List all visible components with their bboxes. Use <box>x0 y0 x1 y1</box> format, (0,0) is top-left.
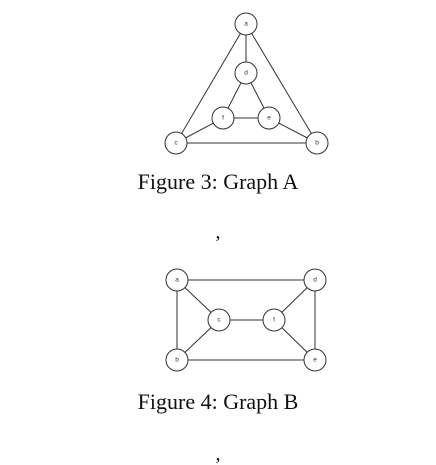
node-circle <box>305 131 329 155</box>
node-e: e <box>257 106 281 130</box>
node-label: e <box>267 115 271 122</box>
node-label: f <box>273 317 275 324</box>
edge-a-b <box>245 23 318 144</box>
node-circle <box>165 268 189 292</box>
node-e: e <box>303 348 327 372</box>
node-a: a <box>234 12 258 36</box>
separator-comma: , <box>215 221 221 243</box>
node-f: f <box>211 106 235 130</box>
node-b: b <box>305 131 329 155</box>
node-circle <box>234 12 258 36</box>
node-c: c <box>207 308 231 332</box>
node-label: d <box>244 70 248 77</box>
node-circle <box>262 308 286 332</box>
separator-comma: , <box>215 443 221 465</box>
node-label: d <box>313 277 317 284</box>
node-circle <box>165 348 189 372</box>
node-label: b <box>315 140 319 147</box>
figure-3-caption: Figure 3: Graph A <box>137 169 299 194</box>
node-label: e <box>313 357 317 364</box>
node-circle <box>207 308 231 332</box>
node-label: c <box>174 140 178 147</box>
node-circle <box>211 106 235 130</box>
node-circle <box>234 61 258 85</box>
node-label: a <box>175 277 179 284</box>
node-f: f <box>262 308 286 332</box>
node-circle <box>257 106 281 130</box>
node-d: d <box>303 268 327 292</box>
node-c: c <box>164 131 188 155</box>
edge-a-c <box>175 23 247 144</box>
node-circle <box>303 348 327 372</box>
node-label: a <box>244 21 248 28</box>
node-circle <box>303 268 327 292</box>
node-label: b <box>175 357 179 364</box>
node-b: b <box>165 348 189 372</box>
node-label: f <box>222 115 224 122</box>
graph-b-diagram: a d c f b e <box>165 268 327 372</box>
node-label: c <box>217 317 221 324</box>
figure-4-caption: Figure 4: Graph B <box>137 389 299 414</box>
node-circle <box>164 131 188 155</box>
graph-a-diagram: a d f e c b <box>164 12 329 155</box>
node-a: a <box>165 268 189 292</box>
node-d: d <box>234 61 258 85</box>
